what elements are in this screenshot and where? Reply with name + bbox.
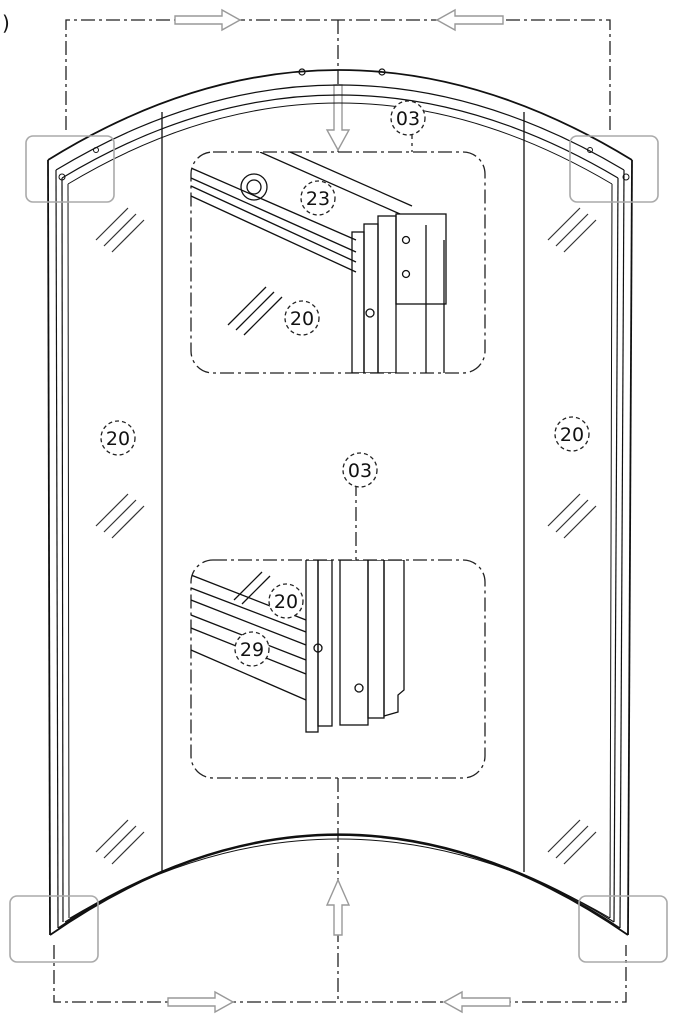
label-part-20-left: 20	[106, 428, 130, 450]
label-part-20-inset-top: 20	[290, 308, 314, 330]
label-part-29: 29	[240, 639, 264, 661]
arrow-bottom-right	[442, 990, 511, 1014]
label-part-23: 23	[306, 188, 330, 210]
glass-hatch-marks	[95, 207, 597, 865]
label-part-03-mid: 03	[348, 460, 372, 482]
callout-circles	[100, 100, 590, 667]
arrow-top-left	[174, 8, 242, 32]
label-part-20-inset-bottom: 20	[274, 591, 298, 613]
enclosure-frame	[47, 68, 633, 936]
corner-detail-boxes	[9, 135, 668, 963]
corner-mark: )	[2, 11, 10, 35]
arrow-top-right	[435, 8, 504, 32]
inset-bottom-detail	[190, 559, 486, 779]
inset-top-detail	[190, 151, 486, 374]
label-part-20-right: 20	[560, 424, 584, 446]
label-part-03-top: 03	[396, 108, 420, 130]
arrow-down-center	[325, 84, 351, 152]
arrow-up-center	[325, 878, 351, 936]
arrow-bottom-left	[167, 990, 235, 1014]
